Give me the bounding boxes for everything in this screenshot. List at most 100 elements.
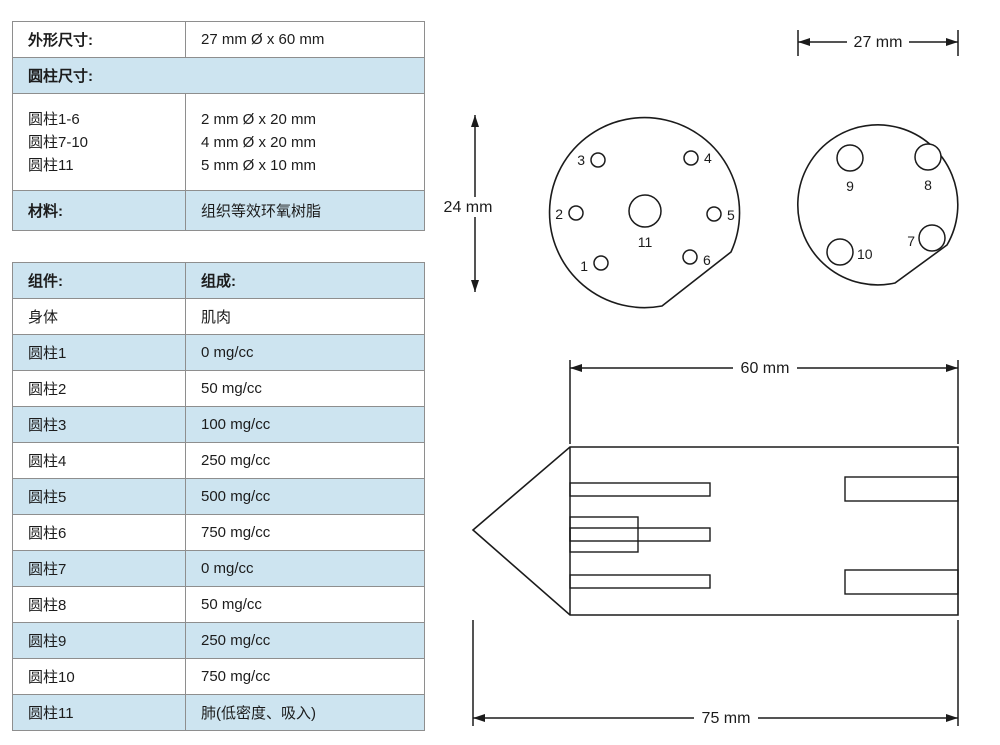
component-name: 圆柱5 (12, 478, 186, 515)
dimension-60mm: 60 mm (569, 358, 959, 444)
back-cross-section: 9 8 10 7 (797, 124, 959, 286)
front-cross-section: 3 4 2 5 1 6 11 (548, 116, 741, 309)
technical-drawing: 24 mm 3 4 2 5 1 6 11 2 (438, 30, 959, 728)
components-table: 组件: 组成: 身体 肌肉 圆柱1 0 mg/cc 圆柱2 50 mg/cc 圆… (12, 262, 425, 731)
cylinder-2-hole (568, 205, 584, 221)
table-row: 圆柱9 250 mg/cc (12, 622, 425, 659)
side-view (471, 446, 959, 616)
table-row: 圆柱7 0 mg/cc (12, 550, 425, 587)
composition-col-header: 组成: (185, 262, 425, 299)
cylinder-group-size: 4 mm Ø x 20 mm (201, 133, 317, 151)
cylinder-5-label: 5 (727, 207, 735, 223)
cylinder-11-hole (628, 194, 662, 228)
composition-value: 250 mg/cc (185, 442, 425, 479)
component-col-header: 组件: (12, 262, 186, 299)
arrowhead-left-icon (798, 38, 810, 46)
arrowhead-up-icon (471, 115, 479, 127)
component-name: 圆柱7 (12, 550, 186, 587)
cylinder-10-label: 10 (857, 246, 873, 262)
composition-value: 0 mg/cc (185, 550, 425, 587)
composition-value: 750 mg/cc (185, 514, 425, 551)
component-name: 圆柱8 (12, 586, 186, 623)
cylinder-group-label: 圆柱1-6 (28, 110, 80, 128)
table-row: 圆柱8 50 mg/cc (12, 586, 425, 623)
component-name: 圆柱1 (12, 334, 186, 371)
table-row: 圆柱5 500 mg/cc (12, 478, 425, 515)
table-row: 圆柱10 750 mg/cc (12, 658, 425, 695)
table-row: 圆柱6 750 mg/cc (12, 514, 425, 551)
material-label: 材料: (12, 190, 186, 231)
arrowhead-down-icon (471, 280, 479, 292)
cylinder-9-label: 9 (846, 178, 854, 194)
cylinder-group-label: 圆柱7-10 (28, 133, 89, 151)
cylinder-7-10-side (844, 569, 959, 595)
table-row: 圆柱4 250 mg/cc (12, 442, 425, 479)
composition-value: 500 mg/cc (185, 478, 425, 515)
cylinder-6-hole (682, 249, 698, 265)
cylinder-group-size: 2 mm Ø x 20 mm (201, 110, 317, 128)
cylinder-1-hole (593, 255, 609, 271)
phantom-side-outline (471, 446, 959, 616)
front-height-dimension-label: 24 mm (444, 199, 493, 216)
total-length-dimension-label: 75 mm (702, 710, 751, 727)
cylinder-8-9-side (844, 476, 959, 502)
cylinder-11-label: 11 (638, 234, 653, 250)
table-row: 圆柱1 0 mg/cc (12, 334, 425, 371)
table-row: 圆柱2 50 mg/cc (12, 370, 425, 407)
table-row: 圆柱3 100 mg/cc (12, 406, 425, 443)
cylinder-group-label: 圆柱11 (28, 156, 74, 174)
arrowhead-left-icon (473, 714, 485, 722)
cylinder-8-hole (914, 143, 942, 171)
cylinder-3-hole (590, 152, 606, 168)
back-width-dimension-label: 27 mm (854, 34, 903, 51)
component-name: 圆柱4 (12, 442, 186, 479)
composition-value: 肺(低密度、吸入) (185, 694, 425, 731)
arrowhead-right-icon (946, 38, 958, 46)
cylinder-1-6-side (569, 574, 711, 589)
composition-value: 250 mg/cc (185, 622, 425, 659)
cylinder-9-hole (836, 144, 864, 172)
outer-size-value: 27 mm Ø x 60 mm (185, 21, 425, 58)
component-name: 圆柱9 (12, 622, 186, 659)
cylinder-4-hole (683, 150, 699, 166)
component-name: 圆柱2 (12, 370, 186, 407)
cylinder-5-hole (706, 206, 722, 222)
cylinder-10-hole (826, 238, 854, 266)
component-name: 身体 (12, 298, 186, 335)
component-name: 圆柱6 (12, 514, 186, 551)
component-name: 圆柱11 (12, 694, 186, 731)
spec-table: 外形尺寸: 27 mm Ø x 60 mm 圆柱尺寸: 圆柱1-6 圆柱7-10… (12, 21, 425, 231)
cylinder-4-label: 4 (704, 150, 712, 166)
cylinder-3-4-side (569, 482, 711, 497)
composition-value: 肌肉 (185, 298, 425, 335)
cylinder-6-label: 6 (703, 252, 711, 268)
composition-value: 750 mg/cc (185, 658, 425, 695)
dimension-75mm: 75 mm (472, 620, 959, 728)
cylinder-size-header: 圆柱尺寸: (12, 57, 425, 94)
dimension-24mm: 24 mm (438, 115, 500, 292)
cylinder-3-label: 3 (577, 152, 585, 168)
table-row: 圆柱11 肺(低密度、吸入) (12, 694, 425, 731)
arrowhead-right-icon (946, 714, 958, 722)
body-length-dimension-label: 60 mm (741, 360, 790, 377)
arrowhead-right-icon (946, 364, 958, 372)
cylinder-11-side (569, 516, 639, 553)
cylinder-8-label: 8 (924, 177, 932, 193)
cylinder-size-labels: 圆柱1-6 圆柱7-10 圆柱11 (12, 93, 186, 191)
dimension-27mm: 27 mm (797, 30, 959, 56)
composition-value: 0 mg/cc (185, 334, 425, 371)
table-row: 身体 肌肉 (12, 298, 425, 335)
arrowhead-left-icon (570, 364, 582, 372)
cylinder-group-size: 5 mm Ø x 10 mm (201, 156, 317, 174)
composition-value: 100 mg/cc (185, 406, 425, 443)
cylinder-size-row: 圆柱1-6 圆柱7-10 圆柱11 2 mm Ø x 20 mm 4 mm Ø … (12, 93, 425, 191)
composition-value: 50 mg/cc (185, 370, 425, 407)
cylinder-size-header-row: 圆柱尺寸: (12, 57, 425, 94)
outer-size-label: 外形尺寸: (12, 21, 186, 58)
cylinder-7-hole (918, 224, 946, 252)
composition-value: 50 mg/cc (185, 586, 425, 623)
outer-size-row: 外形尺寸: 27 mm Ø x 60 mm (12, 21, 425, 58)
cylinder-1-label: 1 (580, 258, 588, 274)
components-header-row: 组件: 组成: (12, 262, 425, 299)
